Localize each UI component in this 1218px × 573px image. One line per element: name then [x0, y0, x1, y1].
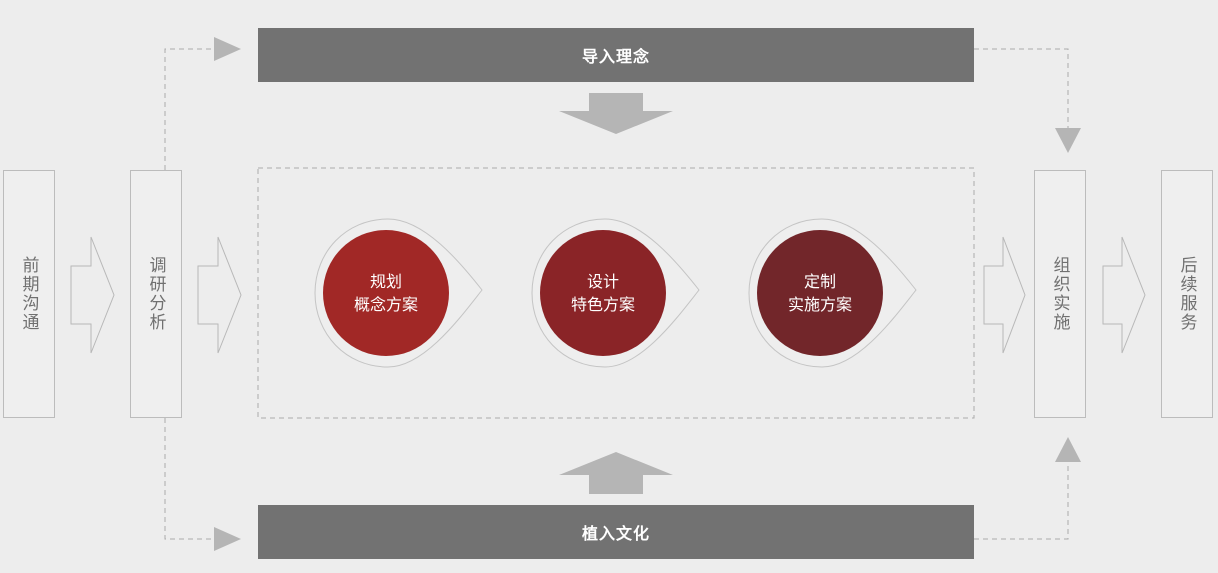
stage-label-custom: 定制 实施方案: [757, 230, 883, 356]
down-block-arrow: [559, 93, 673, 134]
arrowhead-up-to-organize: [1055, 437, 1081, 462]
box-after-service: 后续服务: [1161, 170, 1213, 418]
arrowhead-down-to-organize: [1055, 128, 1081, 153]
stage-label-design: 设计 特色方案: [540, 230, 666, 356]
arrowhead-to-bottom-bar: [214, 527, 241, 551]
up-block-arrow: [559, 452, 673, 494]
stage-circle-planning: [323, 230, 449, 356]
outline-arrow-3: [983, 236, 1026, 354]
outline-arrows: [70, 236, 1146, 354]
bar-implant-culture: 植入文化: [258, 505, 974, 559]
box-early-communication: 前期沟通: [3, 170, 55, 418]
stage-circles: [323, 230, 883, 356]
block-arrows: [559, 93, 673, 494]
outline-arrow-1: [70, 236, 115, 354]
center-dashed-frame: [257, 167, 975, 419]
arrowhead-to-top-bar: [214, 37, 241, 61]
box-research-analysis-label: 调研分析: [145, 256, 166, 332]
stage-custom-line1: 定制: [803, 272, 836, 291]
box-research-analysis: 调研分析: [130, 170, 182, 418]
stage-design-line2: 特色方案: [570, 295, 635, 314]
connector-arrowheads: [214, 37, 1081, 551]
stage-custom-line2: 实施方案: [787, 295, 852, 314]
connector-research-to-top-bar: [164, 48, 214, 170]
dashed-connectors: [164, 48, 1069, 540]
box-early-communication-label: 前期沟通: [18, 256, 39, 332]
connector-bottom-bar-to-organize: [974, 462, 1069, 540]
stage-planning-line1: 规划: [369, 272, 402, 291]
connector-research-to-bottom-bar: [164, 418, 214, 540]
stage-planning-line2: 概念方案: [353, 295, 418, 314]
stage-circle-design: [540, 230, 666, 356]
bar-implant-culture-label: 植入文化: [581, 524, 650, 543]
stage-design-line1: 设计: [586, 272, 619, 291]
bar-import-concept-label: 导入理念: [581, 47, 650, 66]
box-after-service-label: 后续服务: [1176, 256, 1197, 332]
stage-label-planning: 规划 概念方案: [323, 230, 449, 356]
connector-top-bar-to-organize: [974, 48, 1069, 128]
outline-arrow-2: [197, 236, 242, 354]
stage-circle-custom: [757, 230, 883, 356]
outline-arrow-4: [1102, 236, 1146, 354]
bar-import-concept: 导入理念: [258, 28, 974, 82]
box-organize-implement: 组织实施: [1034, 170, 1086, 418]
box-organize-implement-label: 组织实施: [1049, 256, 1070, 332]
